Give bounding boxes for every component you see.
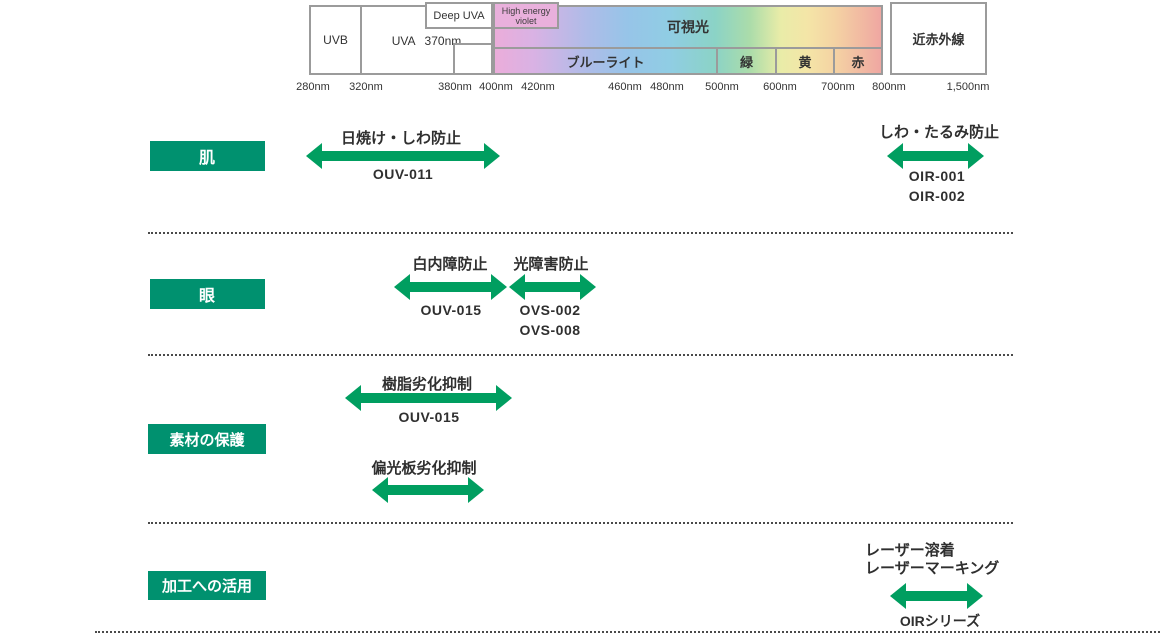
uva-label: UVA [391, 34, 416, 48]
wavelength-range-arrow [890, 583, 983, 609]
category-badge-material: 素材の保護 [148, 424, 266, 454]
product-code: OUV-015 [420, 302, 482, 318]
yellow-label: 黄 [798, 54, 812, 70]
hev-label-line2: violet [515, 15, 537, 26]
wavelength-tick: 460nm [608, 81, 642, 93]
blue-light-label: ブルーライト [566, 54, 645, 70]
use-label: 日焼け・しわ防止 [340, 130, 462, 147]
use-label: 偏光板劣化抑制 [371, 460, 477, 477]
use-label: レーザーマーキング [865, 560, 1000, 577]
red-label: 赤 [851, 54, 865, 70]
product-code: OUV-011 [372, 166, 434, 182]
yellow-band: 黄 [777, 49, 835, 73]
wavelength-range-arrow [887, 143, 984, 169]
wavelength-tick: 280nm [296, 81, 330, 93]
visible-sub-bands: ブルーライト 緑 黄 赤 [495, 47, 881, 73]
use-label: 光障害防止 [513, 256, 589, 273]
green-label: 緑 [739, 54, 753, 70]
near-infrared-label: 近赤外線 [912, 32, 965, 47]
red-band: 赤 [835, 49, 881, 73]
product-code: OIR-002 [908, 188, 966, 204]
wavelength-tick: 600nm [763, 81, 797, 93]
uvb-label: UVB [323, 33, 348, 47]
deep-uva-band: Deep UVA [425, 2, 493, 29]
deep-uva-label: Deep UVA [433, 9, 485, 22]
wavelength-tick: 700nm [821, 81, 855, 93]
wavelength-tick: 420nm [521, 81, 555, 93]
sub-band-380-400 [453, 43, 493, 75]
uvb-band: UVB [309, 5, 362, 75]
product-code: OUV-015 [398, 409, 460, 425]
product-code: OIR-001 [908, 168, 966, 184]
visible-light-label: 可視光 [667, 19, 709, 35]
category-badge-skin: 肌 [150, 141, 265, 171]
wavelength-tick: 380nm [438, 81, 472, 93]
wavelength-tick: 480nm [650, 81, 684, 93]
hev-label-line1: High energy [501, 5, 551, 16]
bottom-separator [95, 631, 1160, 633]
row-separator [148, 232, 1013, 234]
wavelength-tick: 400nm [479, 81, 513, 93]
wavelength-tick: 1,500nm [946, 81, 990, 93]
use-label: しわ・たるみ防止 [878, 124, 1000, 141]
row-separator [148, 522, 1013, 524]
row-separator [148, 354, 1013, 356]
high-energy-violet-band: High energy violet [493, 2, 559, 29]
wavelength-range-arrow [306, 143, 500, 169]
wavelength-range-arrow [394, 274, 507, 300]
uva-boundary-label: 370nm [424, 34, 462, 48]
wavelength-tick: 800nm [872, 81, 906, 93]
product-code: OVS-008 [519, 322, 581, 338]
use-label: 白内障防止 [412, 256, 488, 273]
use-label: レーザー溶着 [865, 542, 955, 559]
near-infrared-band: 近赤外線 [890, 2, 987, 75]
wavelength-tick: 320nm [349, 81, 383, 93]
category-badge-eye: 眼 [150, 279, 265, 309]
wavelength-range-arrow [345, 385, 512, 411]
product-code: OIRシリーズ [899, 613, 981, 629]
green-band: 緑 [718, 49, 777, 73]
wavelength-range-arrow [509, 274, 596, 300]
wavelength-tick: 500nm [705, 81, 739, 93]
wavelength-range-arrow [372, 477, 484, 503]
blue-light-band: ブルーライト [495, 49, 718, 73]
category-badge-processing: 加工への活用 [148, 571, 266, 600]
product-code: OVS-002 [519, 302, 581, 318]
